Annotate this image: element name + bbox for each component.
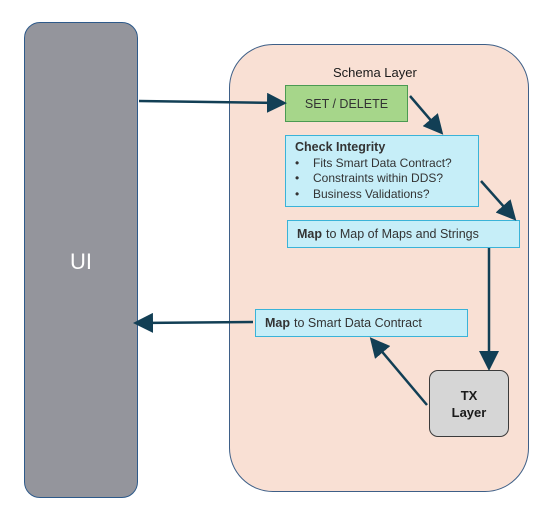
tx-layer-line2: Layer xyxy=(451,404,487,420)
map-to-contract-text: to Smart Data Contract xyxy=(294,316,422,330)
ui-label: UI xyxy=(70,249,92,274)
check-integrity-title: Check Integrity xyxy=(295,140,386,154)
set-delete-box: SET / DELETE xyxy=(285,85,408,122)
map-to-maps-bold: Map xyxy=(297,227,322,241)
check-integrity-list: Fits Smart Data Contract? Constraints wi… xyxy=(295,156,478,203)
check-item-constraints: Constraints within DDS? xyxy=(295,171,478,187)
check-item-business: Business Validations? xyxy=(295,187,478,203)
map-to-maps-box: Map to Map of Maps and Strings xyxy=(287,220,520,248)
map-to-contract-box: Map to Smart Data Contract xyxy=(255,309,468,337)
map-to-contract-bold: Map xyxy=(265,316,290,330)
ui-block: UI xyxy=(24,22,138,498)
check-integrity-box: Check Integrity Fits Smart Data Contract… xyxy=(285,135,479,207)
set-delete-label: SET / DELETE xyxy=(304,96,389,111)
schema-layer-label: Schema Layer xyxy=(333,65,417,80)
tx-layer-box: TX Layer xyxy=(429,370,509,437)
map-to-maps-text: to Map of Maps and Strings xyxy=(326,227,479,241)
tx-layer-line1: TX xyxy=(460,387,478,403)
check-item-smart-contract: Fits Smart Data Contract? xyxy=(295,156,478,172)
